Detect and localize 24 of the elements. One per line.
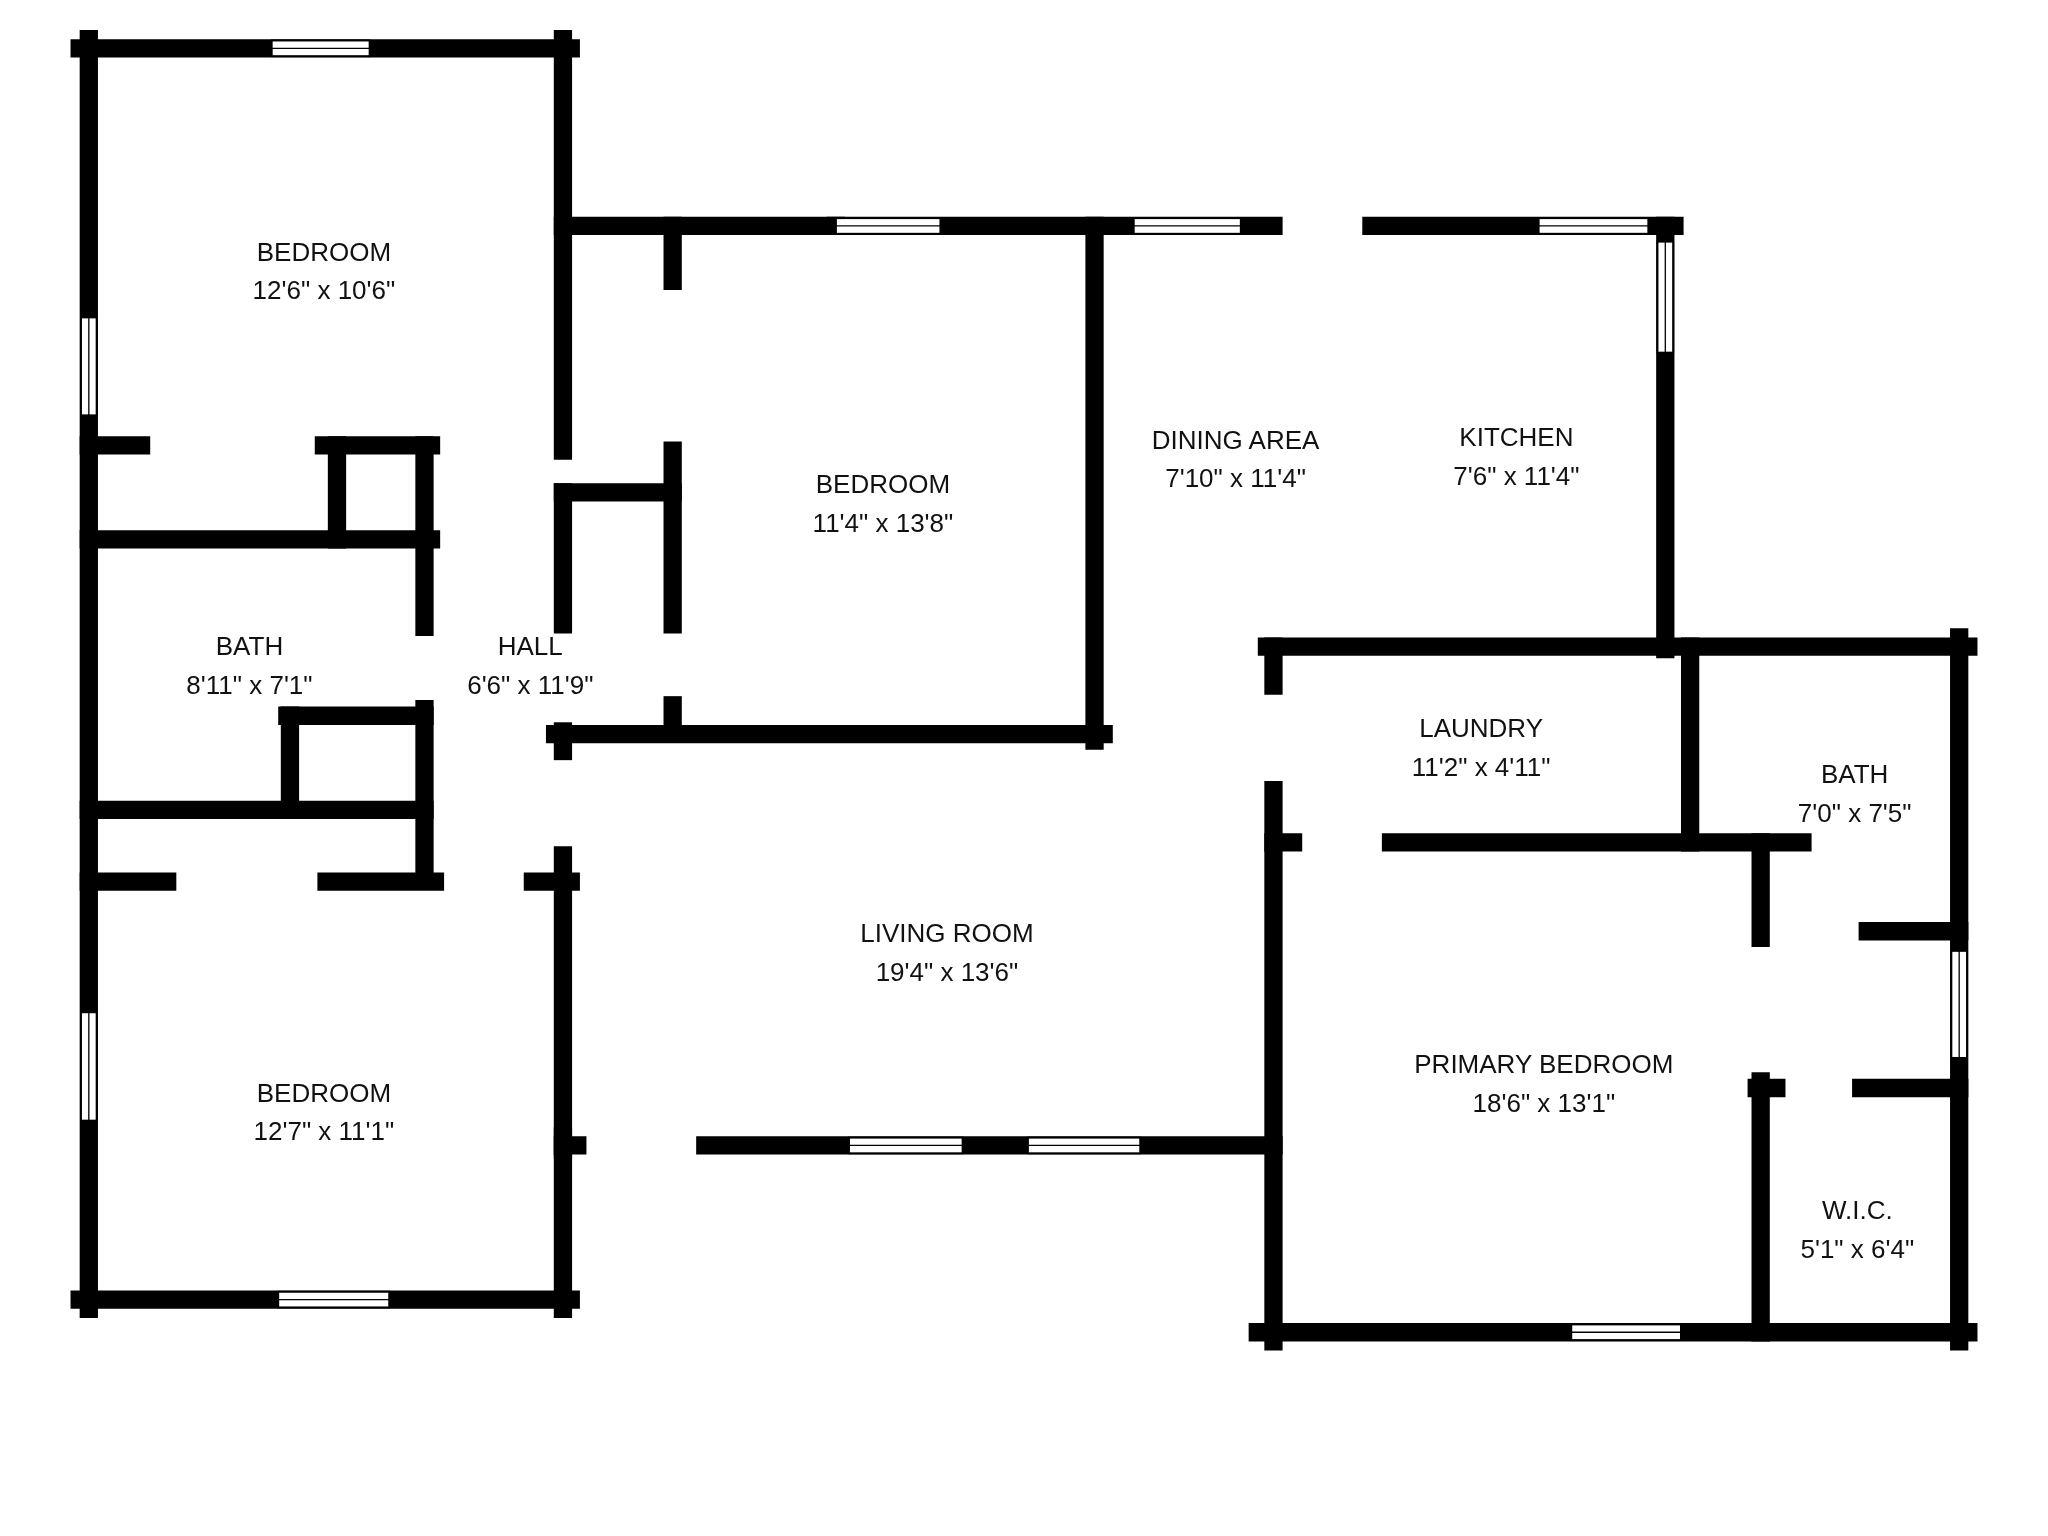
room-dimensions: 7'0" x 7'5"	[1797, 799, 1912, 828]
room-name: W.I.C.	[1821, 1196, 1893, 1226]
room-name: KITCHEN	[1459, 423, 1574, 453]
room-dimensions: 18'6" x 13'1"	[1472, 1089, 1616, 1118]
room-name: LAUNDRY	[1419, 714, 1543, 744]
room-name: BEDROOM	[256, 1079, 392, 1108]
room-name: HALL	[497, 632, 563, 662]
room-name: LIVING ROOM	[860, 919, 1034, 949]
room-name: BEDROOM	[815, 470, 951, 500]
room-dimensions: 8'11" x 7'1"	[186, 671, 313, 700]
room-dimensions: 5'1" x 6'4"	[1800, 1235, 1915, 1264]
room-name: BATH	[215, 632, 284, 662]
room-dimensions: 12'6" x 10'6"	[252, 276, 396, 306]
room-name: BEDROOM	[256, 238, 392, 267]
room-dimensions: 7'6" x 11'4"	[1453, 462, 1580, 491]
room-dimensions: 6'6" x 11'9"	[467, 671, 594, 700]
room-dimensions: 11'2" x 4'11"	[1411, 753, 1551, 782]
room-dimensions: 7'10" x 11'4"	[1165, 464, 1306, 494]
room-name: DINING AREA	[1151, 426, 1320, 455]
room-dimensions: 12'7" x 11'1"	[253, 1117, 395, 1147]
room-dimensions: 19'4" x 13'6"	[875, 958, 1019, 988]
room-dimensions: 11'4" x 13'8"	[812, 509, 954, 538]
room-name: BATH	[1820, 760, 1889, 790]
room-name: PRIMARY BEDROOM	[1414, 1050, 1674, 1080]
